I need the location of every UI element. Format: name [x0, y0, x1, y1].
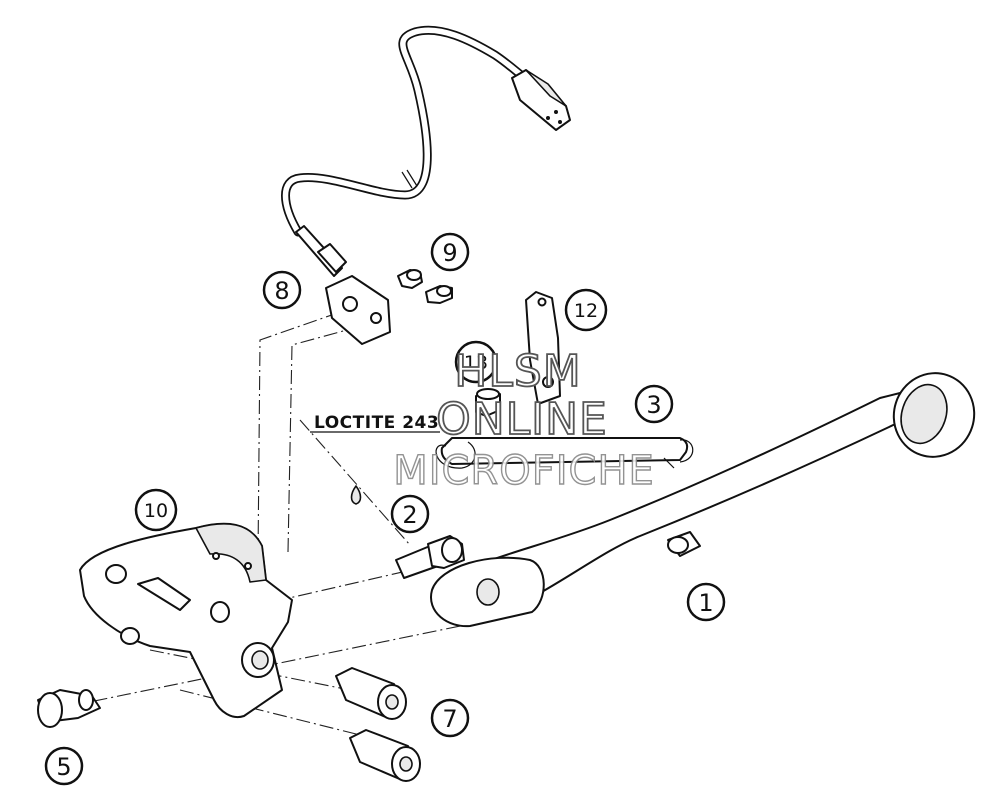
watermark-line-2: ONLINE: [436, 394, 608, 445]
callout-13-label: 13: [464, 352, 488, 374]
callout-1-label: 1: [698, 589, 713, 617]
callout-2: 2: [390, 494, 430, 534]
cable-connector: [511, 69, 571, 131]
screws-part-9: [397, 269, 453, 304]
callout-8: 8: [262, 270, 302, 310]
spring-part-3: [435, 437, 694, 469]
callout-3-label: 3: [646, 391, 661, 419]
callout-8-label: 8: [274, 277, 289, 305]
loctite-note: LOCTITE 243: [310, 413, 440, 433]
loctite-note-text: LOCTITE 243: [314, 413, 439, 433]
stud-part-13: [475, 388, 501, 417]
callout-10: 10: [134, 488, 178, 532]
watermark: HLSM ONLINE MICROFICHE: [392, 345, 655, 495]
callout-12-label: 12: [574, 300, 598, 322]
sidestand-switch-cable: [281, 25, 571, 345]
sidestand-leg-part-1: [430, 372, 976, 628]
callout-9: 9: [430, 232, 470, 272]
callout-7-label: 7: [442, 705, 457, 733]
callout-5-label: 5: [56, 753, 71, 781]
callout-1: 1: [686, 582, 726, 622]
callout-10-label: 10: [144, 500, 168, 522]
callout-2-label: 2: [402, 501, 417, 529]
bracket-part-12: [525, 291, 561, 405]
callout-13: 13: [454, 340, 498, 384]
bolts-part-7: [335, 667, 421, 782]
callout-3: 3: [634, 384, 674, 424]
callout-9-label: 9: [442, 239, 457, 267]
bolt-part-2: [350, 485, 465, 579]
watermark-line-1: HLSM: [454, 346, 582, 397]
callout-12: 12: [564, 288, 608, 332]
callout-5: 5: [44, 746, 84, 786]
watermark-line-3: MICROFICHE: [393, 448, 655, 494]
bushing-part-5: [37, 689, 101, 728]
callout-7: 7: [430, 698, 470, 738]
mounting-bracket-part-10: [79, 522, 293, 718]
